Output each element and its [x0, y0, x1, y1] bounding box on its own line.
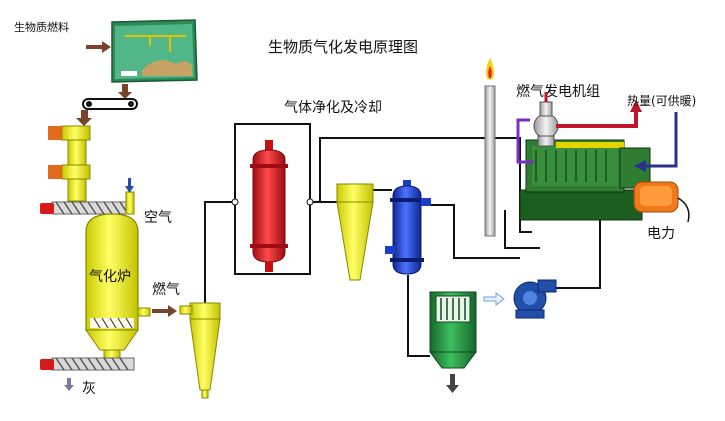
conveyor-down-arrow — [76, 110, 92, 126]
ash-arrow — [64, 378, 74, 391]
screw-feeder-upper — [40, 201, 135, 215]
flare-stack — [484, 58, 496, 237]
diagram-title: 生物质气化发电原理图 — [268, 38, 418, 56]
electric-motor — [633, 181, 679, 213]
heat-red-arrowhead — [630, 100, 642, 112]
gasifier-label: 气化炉 — [89, 269, 131, 285]
fuel-gas-arrow — [152, 305, 177, 317]
air-label: 空气 — [144, 210, 172, 226]
cyclone-first — [179, 302, 221, 399]
valve-left — [231, 198, 239, 206]
genset-exhaust-purple — [516, 118, 534, 164]
screw-ash-discharge — [40, 357, 135, 371]
feed-system — [48, 125, 91, 202]
red-scrubber — [250, 140, 288, 272]
valve-right — [306, 198, 314, 206]
gasifier-vessel — [85, 213, 151, 361]
green-filter — [429, 291, 477, 369]
cyclone-second — [336, 183, 374, 281]
fuel-label: 生物质燃料 — [14, 20, 69, 34]
filter-to-fan-arrow — [483, 292, 505, 306]
fuel-hopper — [111, 19, 198, 83]
power-cable — [677, 197, 690, 223]
genset-label: 燃气发电机组 — [516, 83, 600, 100]
heat-return-arrowhead — [634, 160, 646, 172]
induced-draft-fan — [513, 279, 557, 319]
ash-label: 灰 — [82, 381, 96, 397]
fuel-arrow — [86, 41, 111, 53]
hopper-down-arrow — [118, 84, 132, 99]
purify-cool-label: 气体净化及冷却 — [284, 100, 382, 116]
heat-return-purple — [640, 112, 678, 168]
filter-down-arrow — [446, 374, 459, 393]
gas-genset — [519, 101, 651, 221]
air-inlet — [125, 178, 135, 215]
power-label: 电力 — [647, 226, 675, 242]
heat-red-arrow — [556, 108, 638, 128]
gas-piping — [204, 123, 624, 357]
fuel-gas-label: 燃气 — [152, 281, 180, 298]
conveyor-belt — [82, 98, 138, 110]
blue-cooler — [385, 180, 431, 275]
heat-label: 热量(可供暖) — [627, 94, 696, 108]
